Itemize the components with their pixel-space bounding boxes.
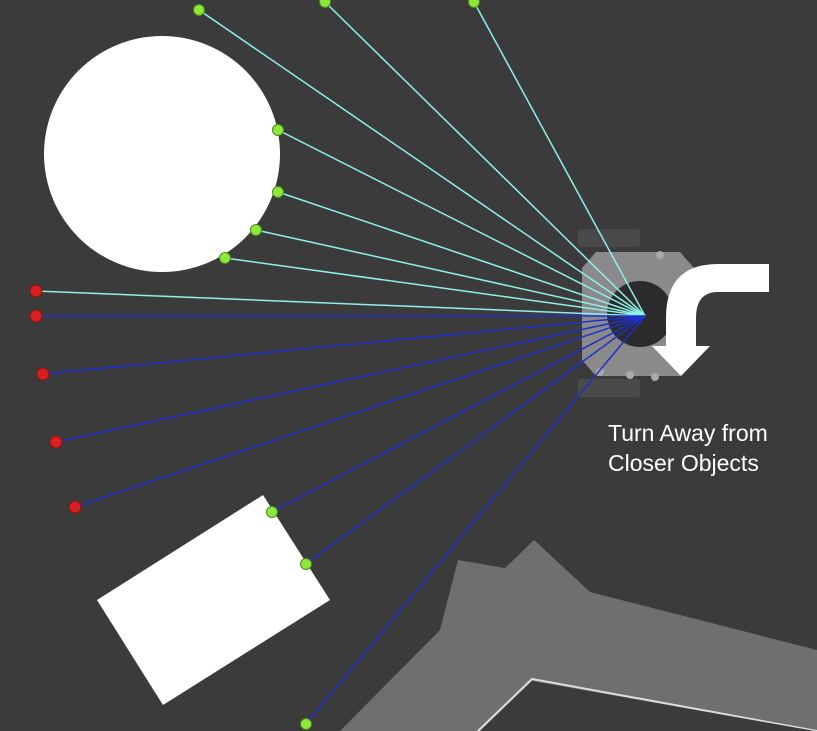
- lidar-ray: [277, 191, 646, 317]
- lidar-ray: [324, 1, 646, 317]
- no-hit-point: [68, 500, 82, 514]
- hit-point: [250, 224, 262, 236]
- hit-point: [193, 4, 205, 16]
- near-rays: [36, 315, 646, 725]
- hit-point: [272, 124, 284, 136]
- no-hit-point: [49, 435, 63, 449]
- robot-track-top: [578, 229, 640, 247]
- lidar-ray: [473, 1, 646, 317]
- caption-line-2: Closer Objects: [608, 450, 759, 476]
- far-rays: [35, 1, 646, 317]
- hit-points: [193, 0, 480, 730]
- floor-inner: [480, 681, 815, 731]
- lidar-ray: [277, 129, 646, 317]
- caption-line-1: Turn Away from: [608, 420, 768, 446]
- hit-point: [266, 506, 278, 518]
- hit-point: [319, 0, 331, 8]
- rectangular-obstacle: [97, 495, 330, 705]
- floor-region: [340, 540, 817, 731]
- no-hit-point: [29, 309, 43, 323]
- caption-text: Turn Away from Closer Objects: [608, 418, 808, 478]
- lidar-ray: [271, 315, 646, 513]
- lidar-ray: [305, 315, 646, 725]
- hit-point: [468, 0, 480, 8]
- lidar-ray: [74, 315, 646, 508]
- hit-point: [219, 252, 231, 264]
- lidar-ray: [305, 315, 646, 565]
- lidar-ray: [35, 290, 646, 317]
- hit-point: [272, 186, 284, 198]
- floor-edge: [477, 677, 817, 731]
- lidar-ray: [198, 9, 646, 317]
- lidar-ray: [224, 257, 646, 317]
- robot-bolt-icon: [596, 368, 604, 376]
- no-hit-points: [29, 284, 82, 514]
- robot-bolt-icon: [656, 251, 664, 259]
- round-obstacle: [44, 36, 280, 272]
- no-hit-point: [36, 367, 50, 381]
- lidar-ray: [42, 315, 646, 375]
- robot-bolt-icon: [651, 373, 659, 381]
- lidar-ray: [55, 315, 646, 443]
- turn-arrow-icon: [652, 264, 769, 376]
- hit-point: [300, 718, 312, 730]
- no-hit-point: [29, 284, 43, 298]
- robot-bolt-icon: [626, 371, 634, 379]
- lidar-ray: [255, 229, 646, 317]
- robot-track-bottom: [578, 379, 640, 397]
- hit-point: [300, 558, 312, 570]
